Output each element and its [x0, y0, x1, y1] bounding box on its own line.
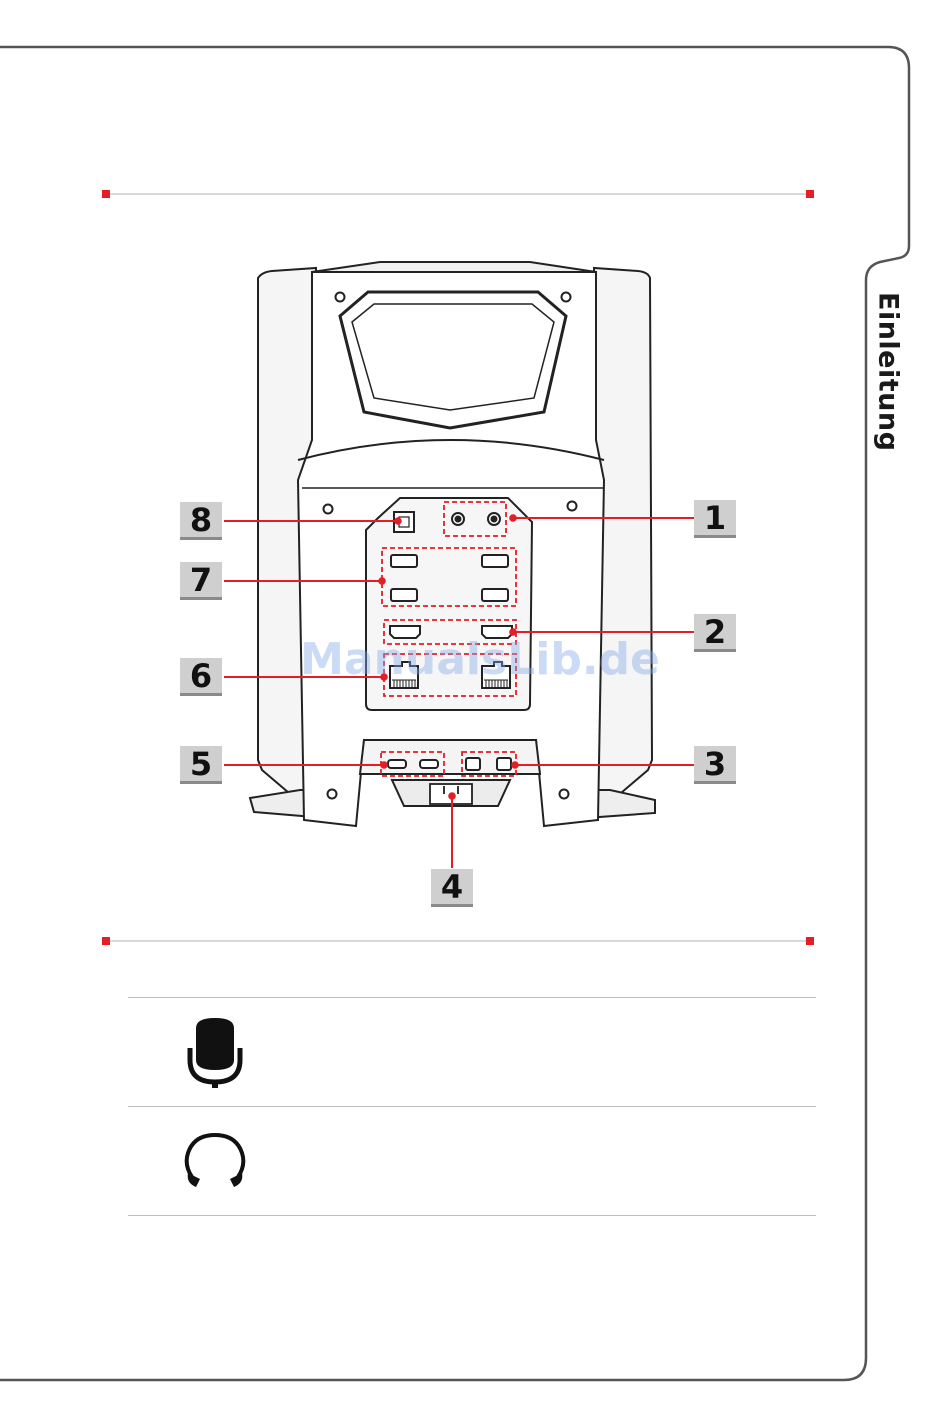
- callout-3: 3: [694, 746, 736, 784]
- callout-2: 2: [694, 614, 736, 652]
- headphone-icon: [180, 1127, 250, 1197]
- table-row: [128, 997, 816, 1106]
- rule-marker-left-bottom: [102, 937, 110, 945]
- bottom-rule: [110, 940, 808, 942]
- callout-6: 6: [180, 658, 222, 696]
- callout-5: 5: [180, 746, 222, 784]
- microphone-icon: [180, 1018, 250, 1088]
- top-rule: [110, 193, 808, 195]
- callout-8: 8: [180, 502, 222, 540]
- watermark-text: ManualsLib.de: [285, 632, 675, 688]
- callout-7: 7: [180, 562, 222, 600]
- rule-marker-left-top: [102, 190, 110, 198]
- rule-marker-right-bottom: [806, 937, 814, 945]
- port-icon-table: [128, 997, 816, 1216]
- section-tab-label: Einleitung: [868, 292, 908, 462]
- callout-1: 1: [694, 500, 736, 538]
- table-row: [128, 1106, 816, 1216]
- device-rear-figure: [150, 235, 790, 920]
- rule-marker-right-top: [806, 190, 814, 198]
- callout-4: 4: [431, 869, 473, 907]
